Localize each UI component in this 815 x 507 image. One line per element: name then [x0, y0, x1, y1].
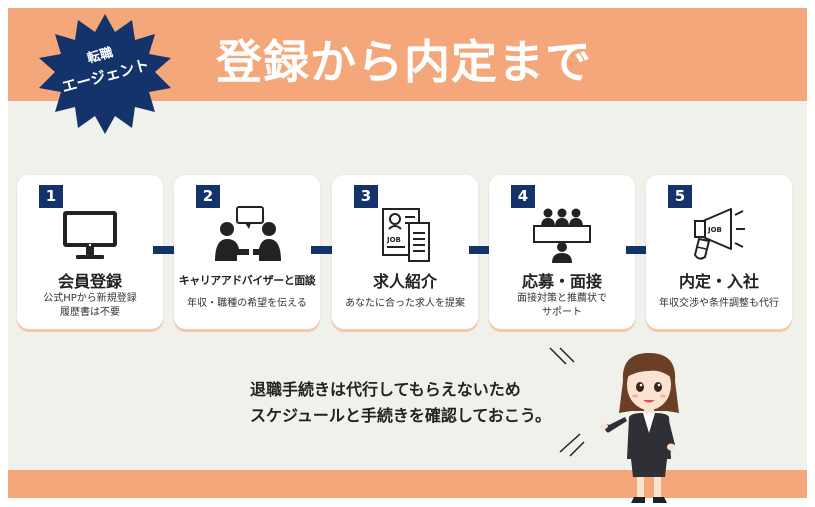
emphasis-lines-bottom: [559, 433, 585, 457]
svg-text:JOB: JOB: [707, 226, 722, 234]
step-card-1: 1 会員登録 公式HPから新規登録 履歴書は不要: [17, 175, 163, 329]
step-title: 会員登録: [57, 272, 122, 291]
consultation-meeting-icon: [215, 206, 281, 261]
interview-panel-icon: [533, 208, 591, 263]
step-number: 4: [511, 185, 535, 208]
advice-line1: 退職手続きは代行してもらえないため: [250, 380, 521, 399]
businesswoman-illustration: [601, 353, 679, 503]
job-megaphone-icon: JOB: [693, 208, 745, 260]
step-title: 内定・入社: [678, 272, 759, 291]
computer-monitor-icon: [63, 211, 117, 259]
step-desc-line2: 履歴書は不要: [60, 307, 120, 318]
step-card-5: 5 JOB 内定・入社 年収交渉や条件調整も代行: [646, 175, 792, 329]
advice-message: 退職手続きは代行してもらえないため スケジュールと手続きを確認しておこう。: [250, 377, 551, 429]
step-description: あなたに合った求人を提案: [332, 297, 478, 311]
step-title: 応募・面接: [521, 272, 602, 291]
step-desc-line1: 面接対策と推薦状で: [517, 293, 607, 304]
step-desc-line2: サポート: [542, 307, 582, 318]
emphasis-lines-top: [549, 347, 575, 365]
page-title: 登録から内定まで: [216, 35, 592, 89]
step-description: 年収交渉や条件調整も代行: [646, 297, 792, 311]
advice-line2: スケジュールと手続きを確認しておこう。: [250, 406, 551, 425]
step-number: 3: [354, 185, 378, 208]
step-card-2: 2 キャリアアドバイザーと面談 年収・職種の希望を伝える: [174, 175, 320, 329]
step-desc-line1: 年収・職種の希望を伝える: [187, 298, 307, 309]
step-number: 1: [39, 185, 63, 208]
infographic-canvas: 転職 エージェント 登録から内定まで 1 会員登録 公式HPから新規登録 履歴書…: [8, 8, 807, 503]
starburst-badge: [39, 14, 171, 134]
step-description: 公式HPから新規登録 履歴書は不要: [17, 292, 163, 320]
step-description: 年収・職種の希望を伝える: [174, 297, 320, 311]
svg-text:JOB: JOB: [386, 236, 401, 244]
step-description: 面接対策と推薦状で サポート: [489, 292, 635, 320]
step-number: 2: [196, 185, 220, 208]
step-number: 5: [668, 185, 692, 208]
step-title: キャリアアドバイザーと面談: [178, 274, 316, 287]
job-documents-icon: JOB: [382, 208, 430, 262]
step-desc-line1: 年収交渉や条件調整も代行: [659, 298, 779, 309]
step-card-3: 3 JOB 求人紹介 あなたに合った求人を提案: [332, 175, 478, 329]
step-desc-line1: あなたに合った求人を提案: [345, 298, 465, 309]
footer-bar: [8, 470, 807, 498]
step-card-4: 4 応募・面接 面接対策と推薦状で サポート: [489, 175, 635, 329]
step-desc-line1: 公式HPから新規登録: [43, 293, 137, 304]
step-title: 求人紹介: [372, 272, 437, 291]
